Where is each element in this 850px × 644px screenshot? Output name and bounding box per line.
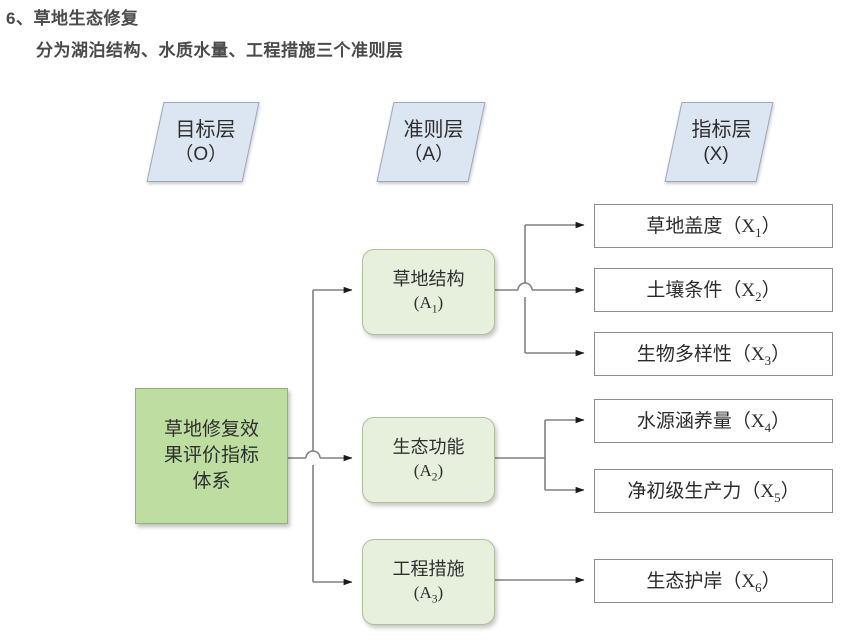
indicator-box-x1[interactable]: 草地盖度（X1） (594, 204, 833, 248)
indicator-x6-label: 生态护岸（X6） (646, 571, 781, 595)
goal-line-3: 体系 (192, 471, 231, 493)
criteria-a1-code: (A1) (413, 292, 444, 316)
criteria-box-a2[interactable]: 生态功能 (A2) (362, 417, 495, 503)
indicator-box-x5[interactable]: 净初级生产力（X5） (594, 469, 833, 513)
layer-label-indicator-code: (X) (703, 143, 730, 165)
criteria-a2-code: (A2) (413, 460, 444, 484)
goal-line-1: 草地修复效 (163, 418, 259, 440)
criteria-a1-label: 草地结构 (392, 269, 465, 290)
indicator-x4-label: 水源涵养量（X4） (636, 411, 791, 435)
goal-line-2: 果评价指标 (163, 444, 259, 466)
layer-label-criteria-code: （A） (403, 143, 454, 165)
goal-box[interactable]: 草地修复效 果评价指标 体系 (135, 388, 288, 524)
indicator-box-x3[interactable]: 生物多样性（X3） (594, 332, 833, 376)
page-subtitle: 分为湖泊结构、水质水量、工程措施三个准则层 (36, 41, 404, 60)
indicator-box-x6[interactable]: 生态护岸（X6） (594, 559, 833, 603)
layer-label-criteria-text: 准则层 (403, 119, 464, 142)
indicator-x2-label: 土壤条件（X2） (646, 280, 781, 304)
layer-label-goal-code: （O） (174, 143, 227, 165)
layer-label-indicator-text: 指标层 (691, 119, 752, 142)
criteria-a2-label: 生态功能 (392, 437, 465, 458)
indicator-box-x4[interactable]: 水源涵养量（X4） (594, 399, 833, 443)
indicator-box-x2[interactable]: 土壤条件（X2） (594, 268, 833, 312)
criteria-a3-code: (A3) (413, 582, 444, 606)
layer-label-criteria: 准则层 （A） (376, 102, 486, 182)
criteria-box-a1[interactable]: 草地结构 (A1) (362, 249, 495, 335)
criteria-a3-label: 工程措施 (392, 559, 465, 580)
layer-label-indicator: 指标层 (X) (664, 102, 774, 182)
indicator-x1-label: 草地盖度（X1） (646, 216, 781, 240)
layer-label-goal: 目标层 （O） (146, 102, 260, 182)
goal-box-label: 草地修复效 果评价指标 体系 (164, 417, 259, 496)
page-title: 6、草地生态修复 (6, 9, 139, 28)
indicator-x3-label: 生物多样性（X3） (636, 344, 791, 368)
indicator-x5-label: 净初级生产力（X5） (627, 481, 800, 505)
criteria-box-a3[interactable]: 工程措施 (A3) (362, 539, 495, 625)
layer-label-goal-text: 目标层 (175, 119, 236, 142)
